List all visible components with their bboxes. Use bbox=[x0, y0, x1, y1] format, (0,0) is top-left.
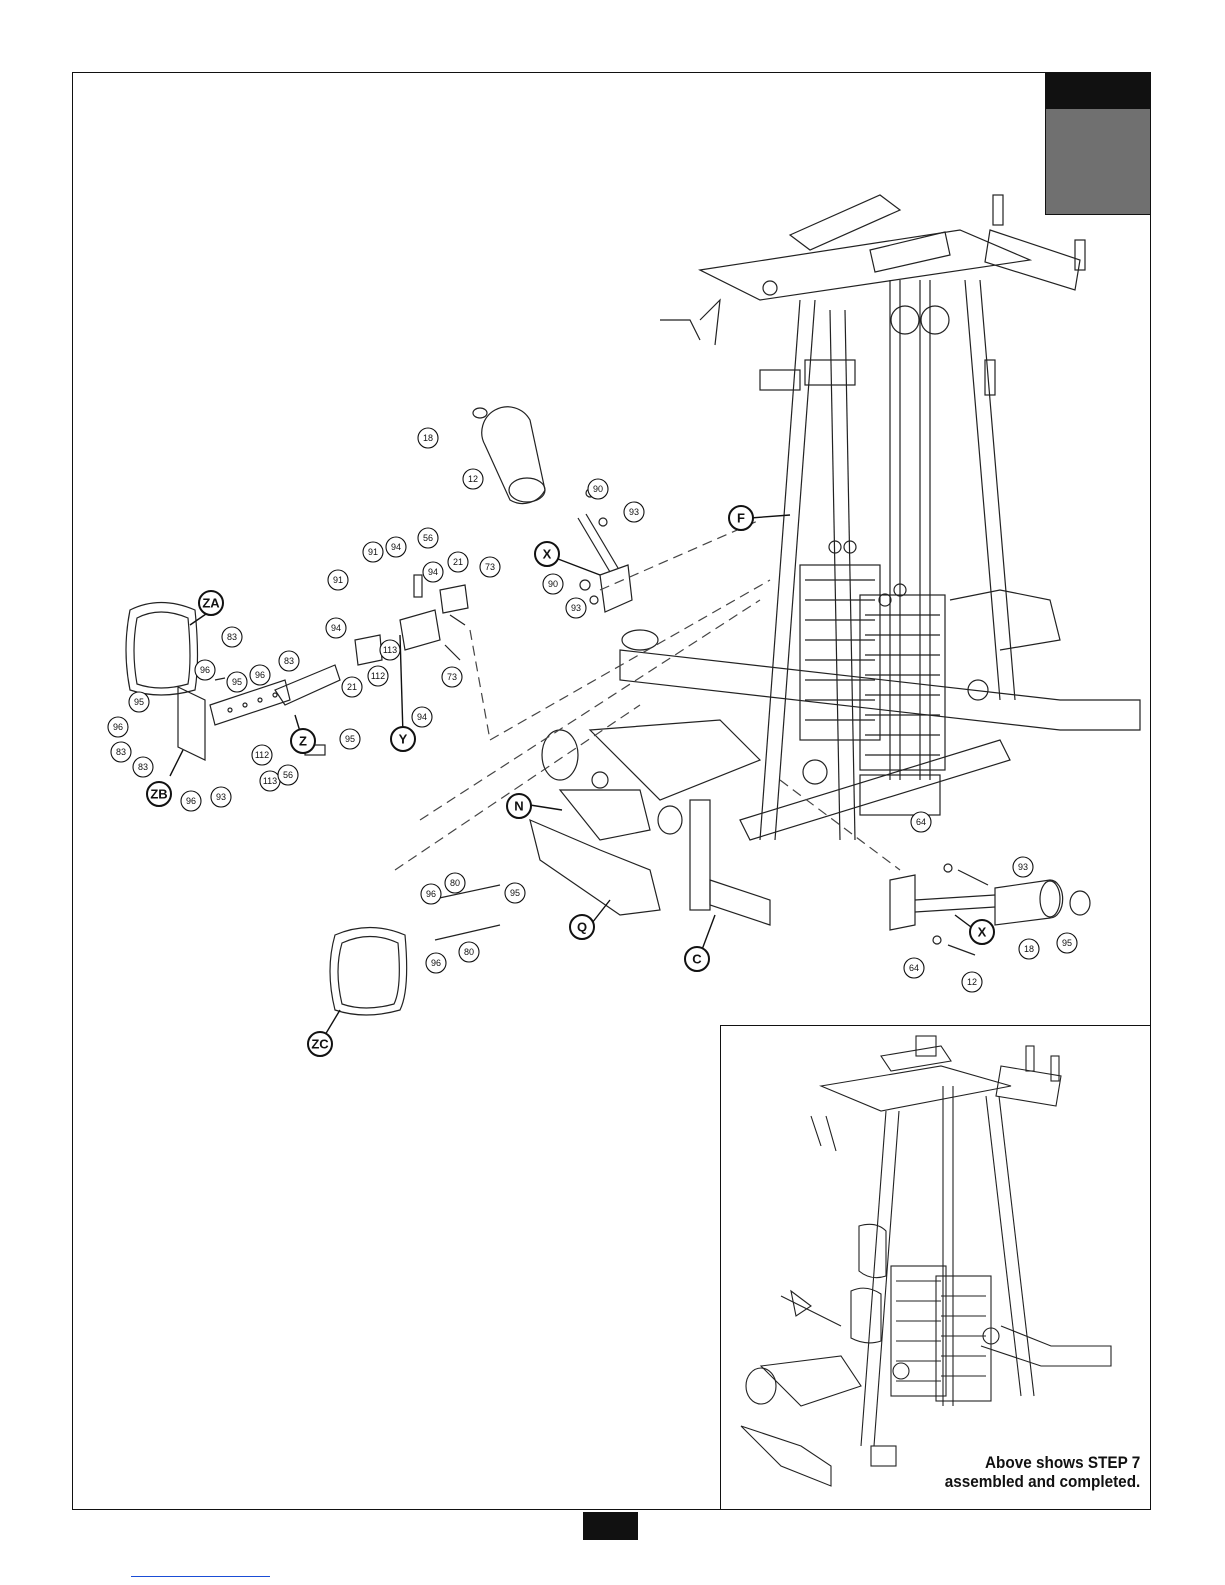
callout-number-112: 112 bbox=[371, 671, 385, 681]
callout-number-95: 95 bbox=[345, 734, 355, 744]
callout-number-56: 56 bbox=[423, 533, 433, 543]
callout-number-83: 83 bbox=[284, 656, 294, 666]
back-pad-za bbox=[126, 603, 198, 696]
completed-step-inset: Above shows STEP 7 assembled and complet… bbox=[720, 1025, 1151, 1510]
number-callouts: 18 12 90 93 90 93 91 94 56 94 21 73 91 94 113 21 112 94 73… bbox=[108, 428, 1077, 992]
callout-number-83: 83 bbox=[138, 762, 148, 772]
callout-number-94: 94 bbox=[428, 567, 438, 577]
callout-number-94: 94 bbox=[391, 542, 401, 552]
caption-line-1: Above shows STEP 7 bbox=[944, 1453, 1140, 1472]
callout-letter-c: C bbox=[692, 952, 702, 967]
caption-line-2: assembled and completed. bbox=[944, 1472, 1140, 1491]
callout-letter-za: ZA bbox=[202, 596, 220, 611]
callout-number-95: 95 bbox=[1062, 938, 1072, 948]
callout-number-94: 94 bbox=[417, 712, 427, 722]
tower-frame-f bbox=[660, 195, 1085, 840]
callout-number-83: 83 bbox=[116, 747, 126, 757]
callout-number-96: 96 bbox=[186, 796, 196, 806]
callout-number-90: 90 bbox=[548, 579, 558, 589]
callout-number-18: 18 bbox=[1024, 944, 1034, 954]
callout-number-91: 91 bbox=[333, 575, 343, 585]
pad-zc bbox=[330, 928, 407, 1016]
callout-number-94: 94 bbox=[331, 623, 341, 633]
callout-number-64: 64 bbox=[909, 963, 919, 973]
callout-number-73: 73 bbox=[485, 562, 495, 572]
callout-number-12: 12 bbox=[468, 474, 478, 484]
callout-letter-y: Y bbox=[399, 732, 408, 747]
callout-letter-n: N bbox=[514, 799, 523, 814]
callout-number-90: 90 bbox=[593, 484, 603, 494]
callout-number-93: 93 bbox=[216, 792, 226, 802]
callout-number-96: 96 bbox=[200, 665, 210, 675]
callout-letter-q: Q bbox=[577, 920, 587, 935]
footer-link-line bbox=[131, 1576, 270, 1577]
page-number-tab bbox=[583, 1512, 638, 1540]
callout-letter-x: X bbox=[543, 547, 552, 562]
callout-number-12: 12 bbox=[967, 977, 977, 987]
callout-number-95: 95 bbox=[510, 888, 520, 898]
callout-number-64: 64 bbox=[916, 817, 926, 827]
callout-number-112: 112 bbox=[255, 750, 269, 760]
inset-caption: Above shows STEP 7 assembled and complet… bbox=[944, 1453, 1140, 1491]
callout-number-83: 83 bbox=[227, 632, 237, 642]
callout-letter-f: F bbox=[737, 511, 745, 526]
weight-stacks bbox=[800, 541, 945, 770]
callout-number-21: 21 bbox=[453, 557, 463, 567]
callout-number-91: 91 bbox=[368, 547, 378, 557]
callout-number-73: 73 bbox=[447, 672, 457, 682]
callout-number-96: 96 bbox=[431, 958, 441, 968]
callout-number-93: 93 bbox=[1018, 862, 1028, 872]
callout-number-95: 95 bbox=[134, 697, 144, 707]
callout-letter-z: Z bbox=[299, 734, 307, 749]
callout-number-96: 96 bbox=[426, 889, 436, 899]
callout-number-93: 93 bbox=[571, 603, 581, 613]
press-arm-x-top bbox=[473, 407, 658, 650]
callout-number-80: 80 bbox=[450, 878, 460, 888]
callout-number-96: 96 bbox=[113, 722, 123, 732]
callout-number-21: 21 bbox=[347, 682, 357, 692]
callout-number-56: 56 bbox=[283, 770, 293, 780]
completed-assembly-illustration bbox=[721, 1026, 1152, 1511]
callout-letter-zc: ZC bbox=[311, 1037, 329, 1052]
callout-number-18: 18 bbox=[423, 433, 433, 443]
callout-number-113: 113 bbox=[263, 776, 277, 786]
callout-number-80: 80 bbox=[464, 947, 474, 957]
callout-letter-x: X bbox=[978, 925, 987, 940]
callout-number-95: 95 bbox=[232, 677, 242, 687]
callout-number-93: 93 bbox=[629, 507, 639, 517]
seat-assembly bbox=[530, 720, 770, 925]
callout-letter-zb: ZB bbox=[150, 787, 167, 802]
callout-number-96: 96 bbox=[255, 670, 265, 680]
callout-number-113: 113 bbox=[383, 645, 397, 655]
